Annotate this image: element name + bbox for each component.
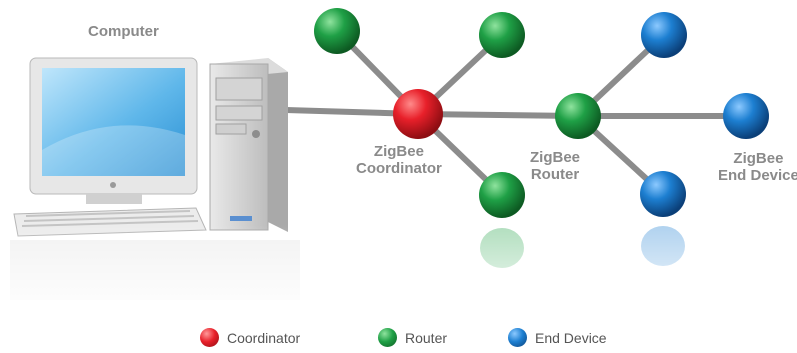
tower-power-button — [252, 130, 260, 138]
legend-label: Router — [405, 329, 448, 346]
legend-item-coordinator: Coordinator — [200, 328, 300, 347]
tower-side — [268, 58, 288, 232]
coordinator-label: ZigBee Coordinator — [356, 143, 442, 177]
drive-bay-3 — [215, 123, 247, 135]
router-node-top-right — [479, 12, 525, 58]
router-label: ZigBee Router — [530, 149, 581, 183]
legend-item-router: Router — [378, 328, 447, 347]
legend-label: Coordinator — [227, 329, 301, 346]
end-device-node-bottom — [640, 171, 686, 217]
blue-dot-icon — [508, 328, 527, 347]
screen-swoosh — [42, 125, 185, 176]
legend: Coordinator Router End Device — [0, 328, 797, 350]
drive-bay-1 — [215, 77, 263, 101]
end-device-label: ZigBee End Device — [718, 150, 797, 184]
router-node-center — [555, 93, 601, 139]
red-dot-icon — [200, 328, 219, 347]
monitor-power-button — [110, 182, 116, 188]
legend-label: End Device — [535, 329, 607, 346]
end-device-node-right — [723, 93, 769, 139]
link-coordinator-router — [415, 111, 581, 119]
router-node-bottom — [479, 172, 525, 218]
tower-badge — [230, 216, 252, 221]
coordinator-node — [393, 89, 443, 139]
router-node-top-left — [314, 8, 360, 54]
drive-bay-2 — [215, 105, 263, 121]
monitor-screen — [42, 68, 185, 176]
green-dot-icon — [378, 328, 397, 347]
end-device-node-top — [641, 12, 687, 58]
reflection-fade — [0, 225, 797, 320]
computer-label: Computer — [88, 23, 159, 40]
network-links — [283, 28, 749, 198]
monitor-stand — [86, 194, 142, 204]
nodes — [314, 8, 769, 218]
legend-item-end-device: End Device — [508, 328, 607, 347]
